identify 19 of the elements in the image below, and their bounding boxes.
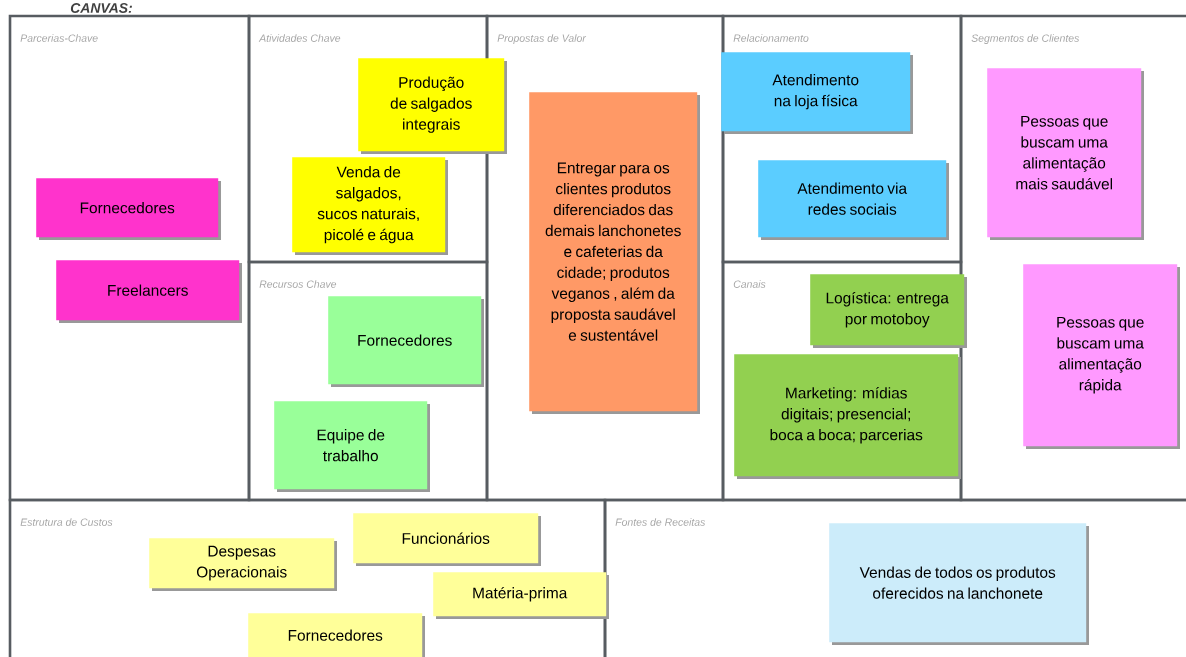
sticky-note: Venda de salgados, sucos naturais, picolé e água: [292, 157, 448, 255]
sticky-note: Entregar para os clientes produtos diferenciados das demais lanchonetes e cafeterias da cidade; produtos veganos , além da proposta saudável e sustentável: [529, 92, 700, 414]
sticky-note: Fornecedores: [36, 178, 221, 240]
sticky-note: Marketing: mídias digitais; presencial; boca a boca; parcerias: [734, 354, 961, 479]
sticky-note: Fornecedores: [328, 296, 484, 387]
sticky-note: Matéria-prima: [433, 572, 609, 619]
sticky-note: Funcionários: [353, 513, 541, 566]
sticky-note: Pessoas que buscam uma alimentação rápida: [1023, 264, 1180, 449]
sticky-note: Atendimento na loja física: [721, 52, 913, 134]
title: CANVAS:: [70, 3, 132, 13]
sticky-note: Logística: entrega por motoboy: [810, 274, 967, 348]
sticky-note: Produção de salgados integrais: [358, 58, 507, 154]
sticky-note: Vendas de todos os produtos oferecidos na lanchonete: [829, 523, 1089, 645]
sticky-note: Pessoas que buscam uma alimentação mais saudável: [987, 68, 1144, 240]
sticky-note: Equipe de trabalho: [274, 401, 430, 492]
sticky-note: Fornecedores: [248, 613, 425, 657]
sticky-note: Freelancers: [56, 260, 242, 323]
sticky-note: Despesas Operacionais: [149, 538, 337, 591]
sticky-note: Atendimento via redes sociais: [758, 160, 949, 240]
